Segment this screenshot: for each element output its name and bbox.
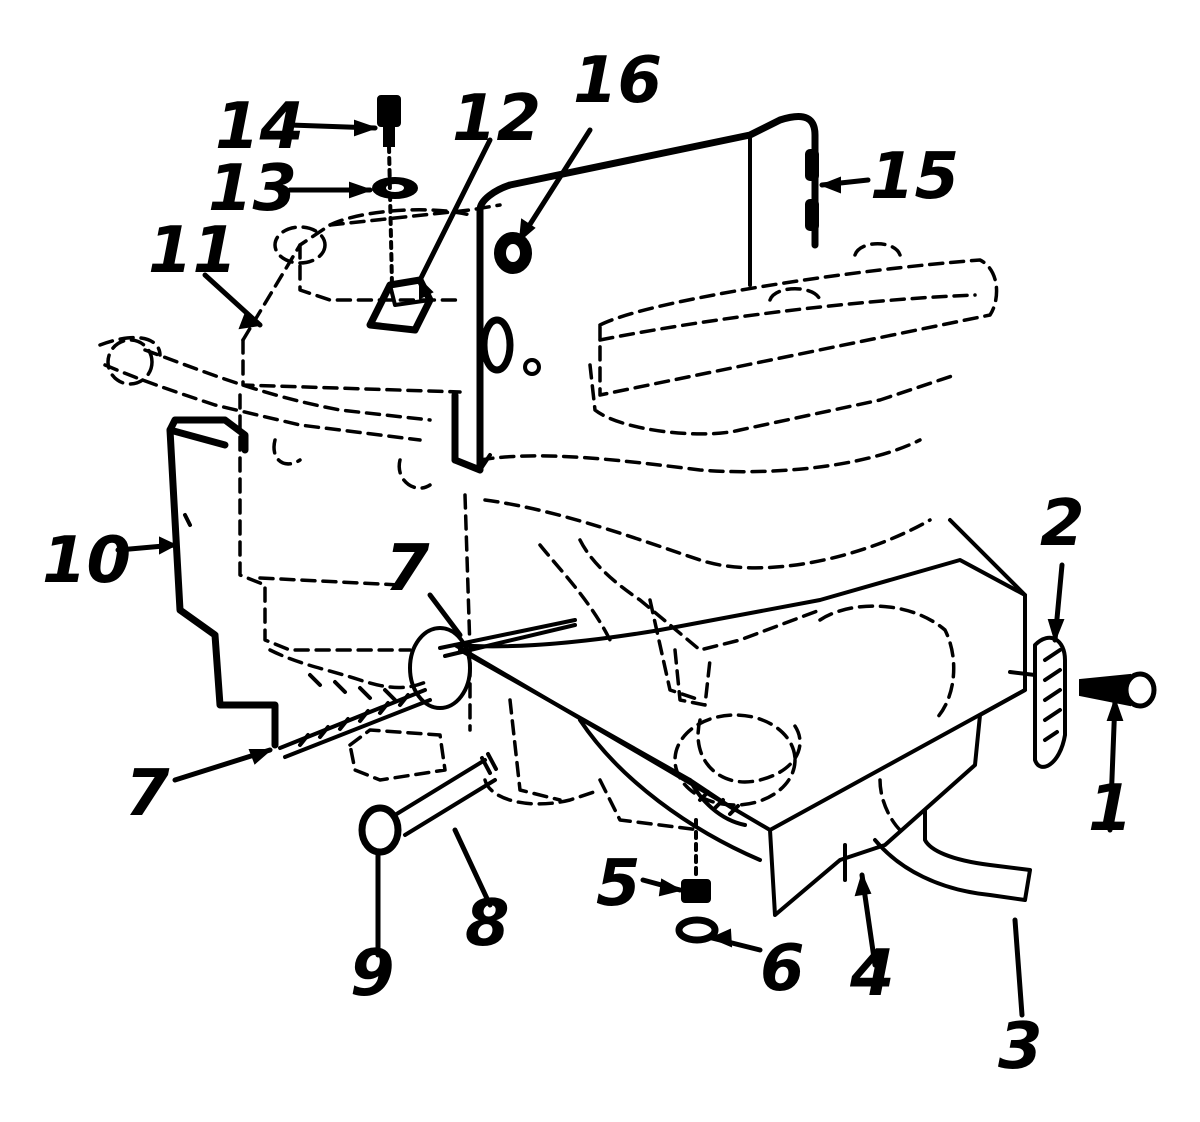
callout-10: 10 xyxy=(42,524,131,598)
part-10-bracket xyxy=(166,416,279,749)
callout-11: 11 xyxy=(148,214,237,288)
callout-1: 1 xyxy=(1088,772,1133,846)
part-6-washer xyxy=(675,916,719,944)
callout-8: 8 xyxy=(465,887,510,961)
callout-7-left: 7 xyxy=(125,757,170,831)
callout-15: 15 xyxy=(870,140,959,214)
part-13-washer xyxy=(372,177,418,199)
callout-9: 9 xyxy=(350,937,395,1011)
callout-2: 2 xyxy=(1040,487,1085,561)
part-16-grommet xyxy=(494,232,532,274)
muffler-guard xyxy=(453,518,1027,917)
blower-housing xyxy=(451,113,819,474)
part-9-bolt-head xyxy=(358,804,402,856)
part-14-screw xyxy=(377,95,401,287)
leader-arrowheads xyxy=(159,119,1124,948)
callout-7-upper: 7 xyxy=(385,532,430,606)
callout-12: 12 xyxy=(452,82,541,156)
throttle-link xyxy=(458,648,762,862)
callout-16: 16 xyxy=(573,44,662,118)
part-7-spring-lower xyxy=(268,626,472,759)
callout-5: 5 xyxy=(596,847,641,921)
callout-13: 13 xyxy=(208,152,297,226)
callout-14: 14 xyxy=(215,90,304,164)
part-3-exhaust-pipe xyxy=(873,808,1032,902)
callout-4: 4 xyxy=(849,937,895,1011)
callout-labels: 1 2 3 4 5 6 7 7 8 9 10 11 12 13 14 15 16 xyxy=(42,44,1133,1084)
part-1-knob xyxy=(1079,671,1157,709)
part-15-clip xyxy=(805,149,819,231)
part-2-deflector xyxy=(1008,635,1067,769)
callout-3: 3 xyxy=(998,1010,1043,1084)
callout-6: 6 xyxy=(760,932,805,1006)
part-8-bolt xyxy=(393,752,498,837)
part-7-rod-upper xyxy=(438,618,577,658)
